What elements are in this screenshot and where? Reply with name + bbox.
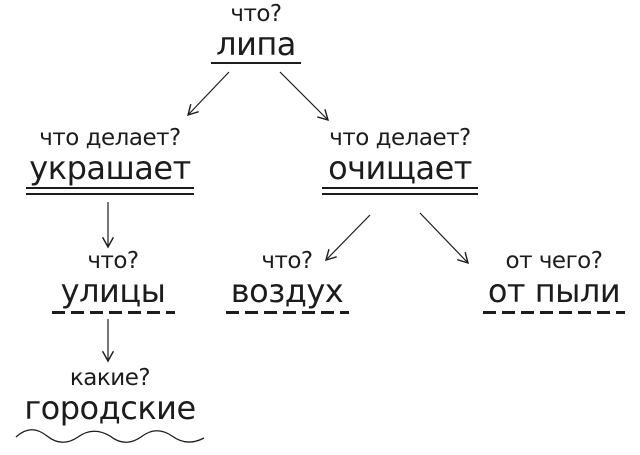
node-object-ulitsy: что? улицы [13, 248, 213, 314]
single-underline [211, 62, 301, 64]
arrow-lipa-to-ukrashaet [186, 71, 230, 117]
question-label: что? [87, 248, 139, 274]
arrow-lipa-to-ochishchaet [279, 71, 330, 122]
node-attribute-gorodskie: какие? городские [10, 365, 210, 445]
word-label: очищает [328, 149, 472, 187]
wavy-underline [15, 429, 205, 443]
dashed-underline [225, 311, 349, 314]
node-object-vozdukh: что? воздух [187, 248, 387, 314]
node-subject-lipa: что? липа [156, 1, 356, 64]
word-label: воздух [230, 272, 344, 310]
node-predicate-ochishchaet: что делает? очищает [300, 125, 500, 195]
question-label: что? [230, 1, 282, 27]
question-label: что? [261, 248, 313, 274]
double-underline [26, 187, 194, 195]
word-label: украшает [29, 149, 191, 187]
double-underline [322, 187, 478, 195]
word-label: городские [24, 389, 196, 427]
word-label: липа [216, 25, 296, 63]
dashed-underline [483, 311, 625, 314]
question-label: что делает? [39, 125, 181, 151]
question-label: какие? [69, 365, 151, 391]
node-predicate-ukrashaet: что делает? украшает [10, 125, 210, 195]
question-label: что делает? [329, 125, 471, 151]
node-object-ot-pyli: от чего? от пыли [454, 248, 640, 314]
word-label: улицы [60, 272, 166, 310]
dashed-underline [51, 311, 175, 314]
question-label: от чего? [505, 248, 603, 274]
word-label: от пыли [487, 272, 621, 310]
